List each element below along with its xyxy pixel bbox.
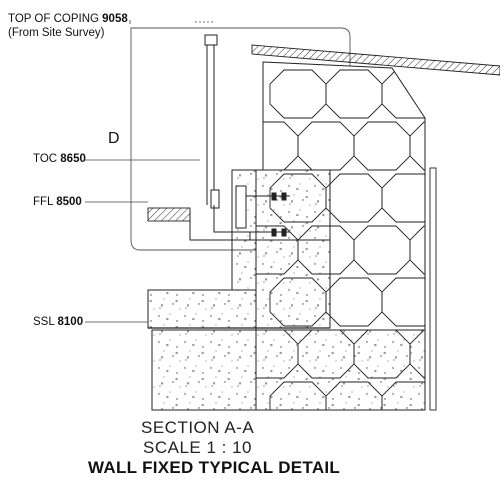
roof-sheeting [251, 44, 500, 76]
ssl-value: 8100 [57, 316, 84, 328]
floor-finish [147, 207, 191, 222]
detail-title: WALL FIXED TYPICAL DETAIL [88, 458, 341, 477]
block-octagon [438, 382, 494, 430]
concrete-upstand [231, 169, 331, 329]
block-octagon [381, 69, 425, 119]
block-octagon [438, 70, 494, 118]
coping-note: (From Site Survey) [8, 27, 105, 39]
block-octagon [353, 121, 411, 171]
coping-value: 9058 [102, 13, 128, 25]
top-of-coping-level: TOP OF COPING 9058 [8, 13, 128, 26]
toc-value: 8650 [60, 153, 86, 165]
coping-label: TOP OF COPING [8, 13, 99, 25]
block-octagon [381, 277, 425, 327]
block-octagon [269, 69, 327, 119]
block-octagon [325, 69, 383, 119]
section-title: SECTION A-A [141, 418, 255, 437]
window-frame [189, 34, 251, 241]
external-cladding [429, 167, 437, 411]
ffl-value: 8500 [56, 196, 82, 208]
block-octagon [353, 225, 411, 275]
scale-text: SCALE 1 : 10 [143, 438, 253, 457]
block-octagon [409, 121, 425, 171]
ssl-label: SSL [33, 316, 55, 328]
ffl-label: FFL [33, 196, 54, 208]
toc-label: TOC [33, 153, 58, 165]
block-octagon [438, 174, 494, 222]
block-octagon [381, 173, 425, 223]
block-octagon [409, 225, 425, 275]
block-octagon [438, 278, 494, 326]
block-octagon [297, 121, 355, 171]
ssl-level: SSL 8100 [33, 316, 83, 329]
fixing-brackets [235, 185, 290, 237]
toc-level: TOC 8650 [33, 153, 86, 166]
concrete-slab [147, 289, 426, 411]
ffl-level: FFL 8500 [33, 196, 82, 209]
level-leaders [85, 20, 213, 323]
detail-reference: D [108, 130, 120, 147]
